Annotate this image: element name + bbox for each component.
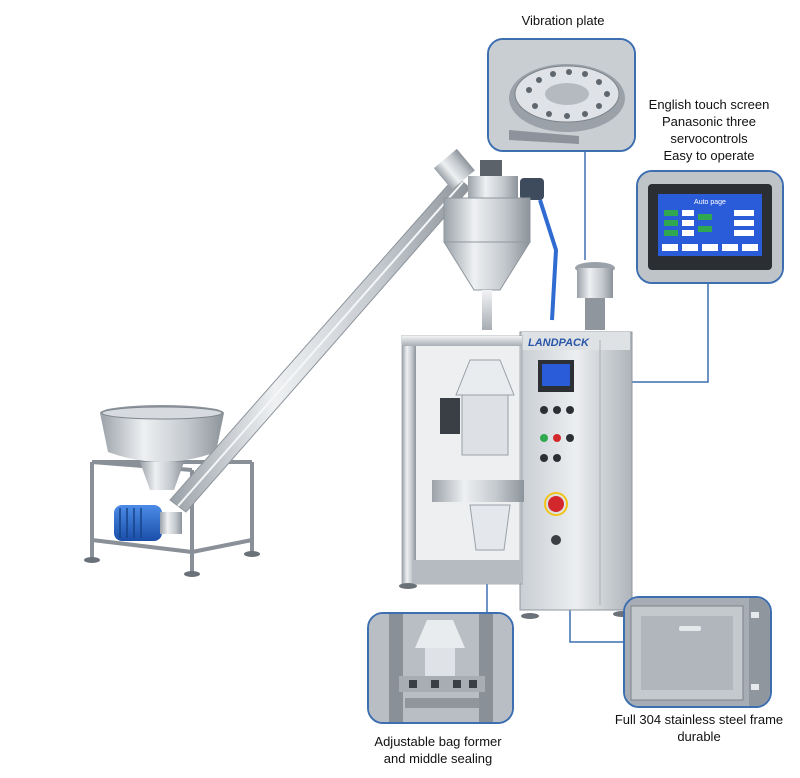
bag-former-callout	[367, 612, 514, 724]
control-buttons	[540, 406, 574, 545]
steel-frame-photo	[625, 598, 770, 706]
auger-filler	[443, 160, 559, 330]
frame-label: Full 304 stainless steel frame durable	[614, 712, 784, 744]
touchscreen-callout: Auto page	[636, 170, 784, 284]
screw-conveyor	[169, 148, 475, 513]
forming-frame	[399, 335, 631, 619]
vibration-plate-label: Vibration plate	[521, 13, 605, 28]
bag-former-photo	[369, 614, 512, 722]
touchscreen-label: English touch screen Panasonic three ser…	[648, 97, 770, 163]
brand-logo: LANDPACK	[528, 337, 590, 349]
feeder-motor	[114, 505, 182, 541]
vibration-plate-callout	[487, 38, 636, 152]
stand-feet	[84, 551, 260, 577]
bag-former-label: Adjustable bag former and middle sealing	[374, 734, 502, 766]
control-cabinet: LANDPACK	[519, 331, 633, 611]
emergency-stop	[548, 496, 564, 512]
steel-frame-callout	[623, 596, 772, 708]
screen-title: Auto page	[694, 199, 726, 206]
vibration-plate-photo	[489, 40, 634, 150]
cabinet-touch-screen	[542, 364, 570, 386]
vibration-plate-unit	[575, 262, 615, 330]
touchscreen-photo: Auto page	[638, 172, 782, 282]
feed-hopper	[100, 405, 224, 490]
